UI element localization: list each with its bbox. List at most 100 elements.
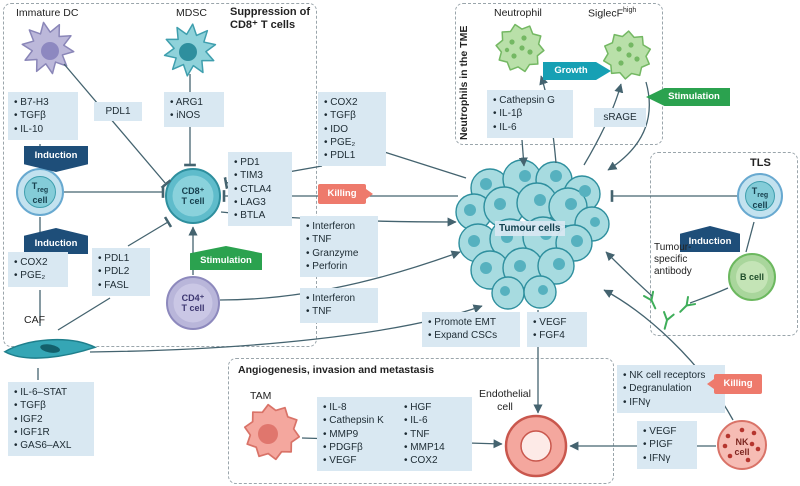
b-cell-label: B cell — [739, 272, 764, 282]
list-item: • IL-6 — [493, 121, 517, 133]
list-item: • FASL — [98, 279, 129, 291]
list-item: • VEGF — [323, 455, 357, 467]
siglecf-neutrophil-cell — [595, 24, 659, 86]
list-item: • IL-6–STAT — [14, 387, 68, 398]
immature-dc-label: Immature DC — [16, 7, 79, 19]
stimulation-ribbon-2: Stimulation — [646, 88, 730, 106]
cd8-effectors-box: • Interferon • TNF• Granzyme• Perforin — [300, 216, 378, 278]
suppression-region-box — [3, 3, 317, 347]
list-item: • IL-10 — [14, 123, 44, 135]
emt-box: • Promote EMT • Expand CSCs — [422, 312, 520, 347]
vegf-fgf4-box: • VEGF • FGF4 — [527, 312, 587, 347]
b-cell — [728, 253, 776, 301]
list-item: • Promote EMT — [428, 317, 496, 328]
tumour-specific-antibody-label: Tumour-specific antibody — [654, 242, 692, 277]
tls-region-box — [650, 152, 798, 336]
neutrophil-label: Neutrophil — [494, 7, 542, 19]
tls-treg-cell — [737, 173, 783, 219]
list-item: • PGE₂ — [14, 270, 46, 282]
arrow-cd4-to-tumour — [219, 250, 461, 301]
cd4-t-cell — [166, 276, 220, 330]
checkpoints-box: • PD1• TIM3• CTLA4• LAG3• BTLA — [228, 152, 292, 227]
list-item: • Perforin — [306, 260, 348, 272]
neutrophil-granules — [504, 35, 533, 59]
list-item: • iNOS — [170, 110, 201, 122]
nk-granules — [722, 427, 761, 463]
immature-dc-nucleus — [41, 42, 59, 60]
inhibit-pdlbox-to-cd8 — [127, 216, 173, 247]
list-item: • NK cell receptors — [623, 370, 706, 381]
list-item: • PDL1 — [98, 253, 130, 264]
list-item: • Cathepsin K — [323, 415, 384, 427]
treg-cell — [16, 168, 64, 216]
tls-treg-label: Treg cell — [744, 186, 776, 210]
list-item: • PDGFβ — [323, 441, 363, 453]
list-item: • ARG1 — [170, 97, 203, 108]
list-item: • TIM3 — [234, 170, 263, 182]
nk-label-line2: cell — [734, 447, 750, 458]
list-item: • MMP14 — [404, 441, 445, 453]
list-item: • IGF2 — [14, 413, 43, 425]
list-item: • IL-6 — [404, 415, 428, 427]
cd4-label-line2: T cell — [181, 303, 205, 314]
caf-tumour-factors-box: • IL-6–STAT• TGFβ• IGF2• IGF1R• GAS6–AXL — [8, 382, 94, 457]
tls-treg-label-sub: reg — [757, 191, 769, 199]
tam-factors-box: • IL-8 • Cathepsin K• MMP9• PDGFβ • VEGF — [317, 397, 401, 472]
cd4-label-line1: CD4⁺ — [181, 293, 205, 303]
tls-treg-label-post: cell — [752, 199, 768, 210]
mdsc-factors-box: • ARG1 • iNOS — [164, 92, 224, 127]
antibody-icon — [679, 296, 697, 313]
list-item: • Interferon — [306, 293, 356, 304]
cd4-cell-label: CD4⁺ T cell — [169, 293, 217, 314]
tam-factors-box-2: • HGF• IL-6• TNF• MMP14• COX2 — [398, 397, 472, 472]
list-item: • IDO — [324, 123, 349, 135]
treg-cell-label: Treg cell — [24, 181, 56, 205]
siglecf-label: SiglecFhigh — [588, 7, 636, 20]
line-tumour-to-factors — [377, 149, 467, 179]
list-item: • IGF1R — [14, 426, 50, 438]
list-item: • Interferon — [306, 221, 356, 232]
list-item: • COX2 — [404, 455, 438, 467]
dc-factors-box: • B7-H3• TGFβ• IL-10 — [8, 92, 78, 140]
angiogenesis-region-box — [228, 358, 614, 484]
list-item: • FGF4 — [533, 330, 565, 342]
list-item: • PGE₂ — [324, 136, 356, 148]
cd8-label-line2: T cell — [181, 196, 205, 207]
list-item: • IFNγ — [623, 396, 651, 408]
antibody-icon — [663, 311, 675, 330]
list-item: • MMP9 — [323, 428, 359, 440]
list-item: • COX2 — [14, 257, 48, 268]
list-item: • Granzyme — [306, 247, 359, 259]
caf-nucleus — [40, 344, 60, 353]
killing-ribbon-2: Killing — [707, 374, 762, 394]
list-item: • IL-8 — [323, 402, 347, 413]
list-item: • Degranulation — [623, 383, 692, 395]
cd4-effectors-box: • Interferon• TNF — [300, 288, 378, 323]
nk-cell — [717, 420, 767, 470]
list-item: • IL-1β — [493, 108, 523, 120]
killing-ribbon-1: Killing — [318, 184, 373, 204]
growth-ribbon: Growth — [543, 62, 611, 80]
list-item: • Expand CSCs — [428, 330, 498, 342]
list-item: • TNF — [306, 234, 332, 246]
siglecf-label-base: SiglecF — [588, 7, 624, 20]
caf-cd8-factors-box: • PDL1• PDL2• FASL — [92, 248, 150, 296]
list-item: • VEGF — [643, 426, 677, 437]
line-bcell-to-treg — [745, 221, 755, 253]
list-item: • PIGF — [643, 439, 673, 451]
list-item: • VEGF — [533, 317, 567, 328]
neutrophil-factors-box: • Cathepsin G• IL-1β• IL-6 — [487, 90, 573, 138]
pdl1-box: PDL1 — [94, 102, 142, 122]
treg-label-post: cell — [32, 194, 48, 205]
list-item: • IFNγ — [643, 452, 671, 464]
nk-receptors-box: • NK cell receptors • Degranulation• IFNγ — [617, 365, 725, 413]
siglecf-granules — [616, 42, 640, 66]
tam-label: TAM — [250, 390, 272, 402]
arrow-siglecf-to-tumour — [607, 81, 650, 171]
neutrophils-region-box — [455, 3, 663, 145]
antibody-icon — [643, 290, 657, 310]
cd8-t-cell — [165, 168, 221, 224]
list-item: • PDL1 — [324, 150, 356, 162]
list-item: • LAG3 — [234, 196, 266, 208]
